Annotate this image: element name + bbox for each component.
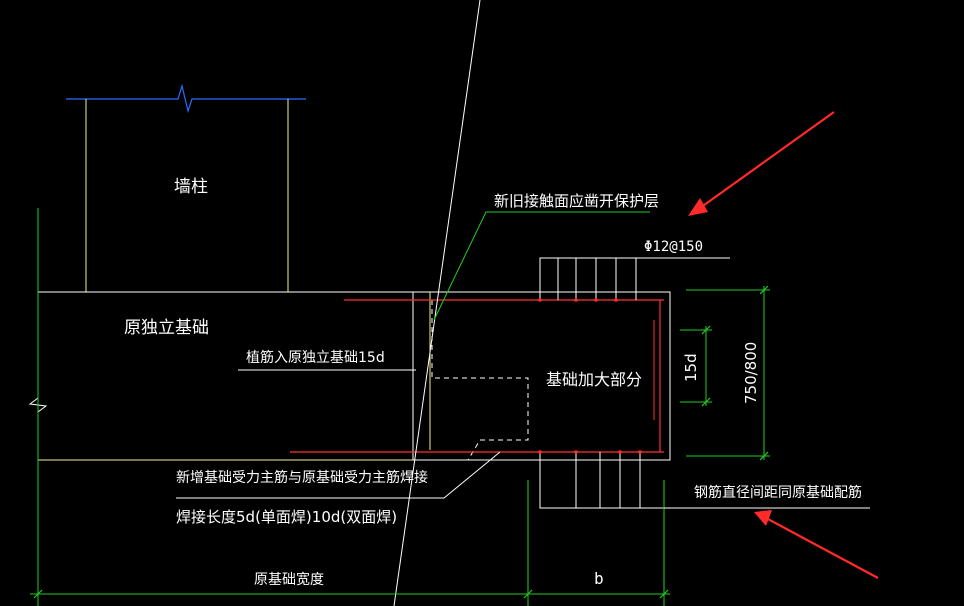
rebar-section-dots xyxy=(538,298,642,454)
dim-original-width-label: 原基础宽度 xyxy=(254,571,324,588)
weld-note-leader xyxy=(176,451,501,499)
arrow-head xyxy=(688,198,708,216)
dim-tick xyxy=(659,589,669,599)
original-footing-label: 原独立基础 xyxy=(124,318,209,338)
rebar-ticks-top xyxy=(539,257,637,300)
rebar-ticks-bottom xyxy=(539,452,664,509)
enlarged-part-label: 基础加大部分 xyxy=(546,370,642,389)
dim-height-label: 750/800 xyxy=(742,342,760,404)
rebar-dot xyxy=(574,450,578,454)
rebar-dot xyxy=(614,298,618,302)
enlarged-footing xyxy=(412,291,671,461)
wall-break-line xyxy=(66,83,306,114)
rebar-dot xyxy=(618,450,622,454)
rebar-group xyxy=(290,299,664,453)
protect-layer-leader xyxy=(433,211,650,321)
dim-tick xyxy=(759,285,769,295)
rebar-match-note: 钢筋直径间距同原基础配筋 xyxy=(694,484,862,501)
dim-tick xyxy=(701,397,711,407)
rebar-dot xyxy=(574,298,578,302)
wall-column xyxy=(66,83,306,292)
dim-tick xyxy=(759,451,769,461)
arrow-head xyxy=(754,510,772,526)
top-tick-frame xyxy=(539,257,620,300)
original-footing xyxy=(28,291,540,461)
rebar-dot xyxy=(538,450,542,454)
anchor-note: 植筋入原独立基础15d xyxy=(246,349,385,366)
weld-note-line-2: 焊接长度5d(单面焊)10d(双面焊) xyxy=(176,508,397,526)
rebar-dot xyxy=(638,450,642,454)
dim-ticks xyxy=(33,285,769,599)
section-cut-line xyxy=(393,0,481,606)
removed-cover-outline xyxy=(431,300,529,461)
dimension-lines xyxy=(30,208,770,606)
arrow-shaft xyxy=(765,517,879,579)
bottom-tick-frame xyxy=(539,452,664,509)
weld-note-line-1: 新增基础受力主筋与原基础受力主筋焊接 xyxy=(176,469,428,486)
dim-tick xyxy=(33,589,43,599)
red-arrow-icon xyxy=(688,111,835,216)
red-arrow-icon xyxy=(754,510,879,579)
protect-layer-note: 新旧接触面应凿开保护层 xyxy=(494,192,659,210)
dim-15d-label: 15d xyxy=(682,353,700,382)
dim-b-label: b xyxy=(594,569,604,588)
note-leaders xyxy=(176,257,870,509)
arrow-shaft xyxy=(699,111,835,209)
rebar-dot xyxy=(594,298,598,302)
dim-tick xyxy=(523,589,533,599)
rebar-spec-label: Φ12@150 xyxy=(644,239,703,255)
wall-column-label: 墙柱 xyxy=(174,177,208,197)
enlarged-footing-outline xyxy=(412,291,671,461)
dim-tick xyxy=(701,325,711,335)
rebar-dot xyxy=(538,298,542,302)
